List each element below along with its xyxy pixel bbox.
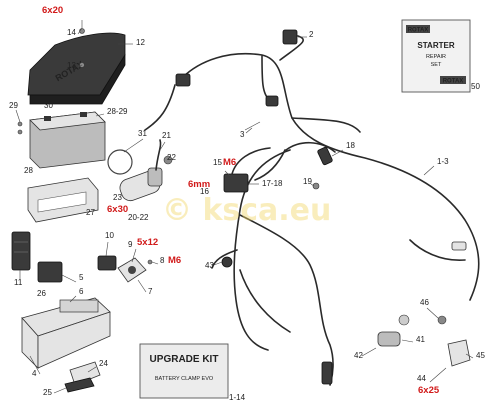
battery-cover: ROTAX xyxy=(27,32,126,105)
callout-c21: 21 xyxy=(162,131,171,140)
callout-c14: 14 xyxy=(67,28,76,37)
callout-c1_14: 1-14 xyxy=(229,393,246,402)
clamp-25 xyxy=(64,377,95,393)
starter-repair-set-box: ROTAX STARTER REPAIR SET ROTAX xyxy=(401,19,471,93)
switch-10 xyxy=(97,255,117,271)
spark-plug xyxy=(312,182,320,190)
callout-c6: 6 xyxy=(79,287,84,296)
leader-lines xyxy=(15,27,474,394)
fastener-f6x25: 6x25 xyxy=(418,385,440,396)
callout-c42: 42 xyxy=(354,351,363,360)
callout-c10: 10 xyxy=(105,231,114,240)
relay-part-2 xyxy=(282,29,307,45)
fastener-fM6b: M6 xyxy=(168,255,181,266)
regulator xyxy=(11,231,31,271)
fastener-fM6a: M6 xyxy=(223,157,236,168)
upgrade-kit-box: UPGRADE KIT BATTERY CLAMP EVO xyxy=(139,343,229,399)
callout-c18: 18 xyxy=(346,141,355,150)
upgrade-kit-subtitle: BATTERY CLAMP EVO xyxy=(155,376,214,382)
callout-c5: 5 xyxy=(79,273,84,282)
fastener-f6x20: 6x20 xyxy=(42,5,63,16)
callout-c22: 22 xyxy=(167,153,176,162)
starter-motor xyxy=(107,139,173,202)
callout-c7: 7 xyxy=(148,287,153,296)
starter-line-2: REPAIR xyxy=(426,54,446,60)
callout-c26: 26 xyxy=(37,289,46,298)
callout-c28: 28 xyxy=(24,166,33,175)
callout-c4: 4 xyxy=(32,369,37,378)
callout-c15: 15 xyxy=(213,158,222,167)
callout-c20_22: 20-22 xyxy=(128,213,149,222)
watermark: © ksca.eu xyxy=(162,193,331,228)
bracket-45 xyxy=(447,339,471,367)
upgrade-kit-title: UPGRADE KIT xyxy=(150,354,219,365)
harness-connector xyxy=(321,361,333,385)
callout-c46: 46 xyxy=(420,298,429,307)
callout-c43: 43 xyxy=(205,261,214,270)
relay-26 xyxy=(37,261,63,283)
battery-screw xyxy=(17,129,23,135)
mounting-bracket xyxy=(21,297,111,393)
wiring-harness xyxy=(144,35,480,386)
starter-brand-bottom: ROTAX xyxy=(443,79,464,85)
callout-c1_3: 1-3 xyxy=(437,157,449,166)
callout-c17_18: 17-18 xyxy=(262,179,283,188)
spark-plug-cap xyxy=(317,146,333,166)
callout-c30: 30 xyxy=(44,101,53,110)
callout-c23: 23 xyxy=(113,193,122,202)
fastener-f5x12: 5x12 xyxy=(137,237,158,248)
callout-c50: 50 xyxy=(471,82,480,91)
callout-c16: 16 xyxy=(200,187,209,196)
switch-bracket-7 xyxy=(117,257,147,283)
callout-c12: 12 xyxy=(136,38,145,47)
starter-gasket xyxy=(107,149,133,175)
fastener-f6mm: 6mm xyxy=(188,179,210,190)
harness-connector xyxy=(451,241,467,251)
starter-brand-top: ROTAX xyxy=(408,28,429,34)
starter-solenoid xyxy=(223,147,271,193)
callout-c31: 31 xyxy=(138,129,147,138)
callout-c13: 13 xyxy=(67,61,76,70)
callout-c27: 27 xyxy=(86,208,95,217)
callout-c41: 41 xyxy=(416,335,425,344)
callout-c2: 2 xyxy=(309,30,314,39)
clamp-24 xyxy=(69,361,101,386)
grommet-43 xyxy=(221,256,233,268)
harness-connector xyxy=(265,95,279,107)
callout-c8: 8 xyxy=(160,256,165,265)
battery-screw xyxy=(17,121,23,127)
ignition-coil-41 xyxy=(377,314,410,347)
callout-c3: 3 xyxy=(240,130,245,139)
clip-part-3 xyxy=(244,121,261,131)
nut xyxy=(147,259,153,265)
battery xyxy=(29,111,106,169)
fastener-f6x30: 6x30 xyxy=(107,204,128,215)
starter-line-1: STARTER xyxy=(417,41,454,50)
battery-tray xyxy=(27,177,99,223)
part-46 xyxy=(437,315,447,325)
callout-c19: 19 xyxy=(303,177,312,186)
callout-c28_29: 28-29 xyxy=(107,107,128,116)
callout-c29: 29 xyxy=(9,101,18,110)
callout-c24: 24 xyxy=(99,359,108,368)
harness-connector xyxy=(175,73,191,87)
callout-c44: 44 xyxy=(417,374,426,383)
callout-c45: 45 xyxy=(476,351,485,360)
callout-c9: 9 xyxy=(128,240,133,249)
starter-line-3: SET xyxy=(431,62,442,68)
callout-c25: 25 xyxy=(43,388,52,397)
callout-c11: 11 xyxy=(14,278,23,287)
